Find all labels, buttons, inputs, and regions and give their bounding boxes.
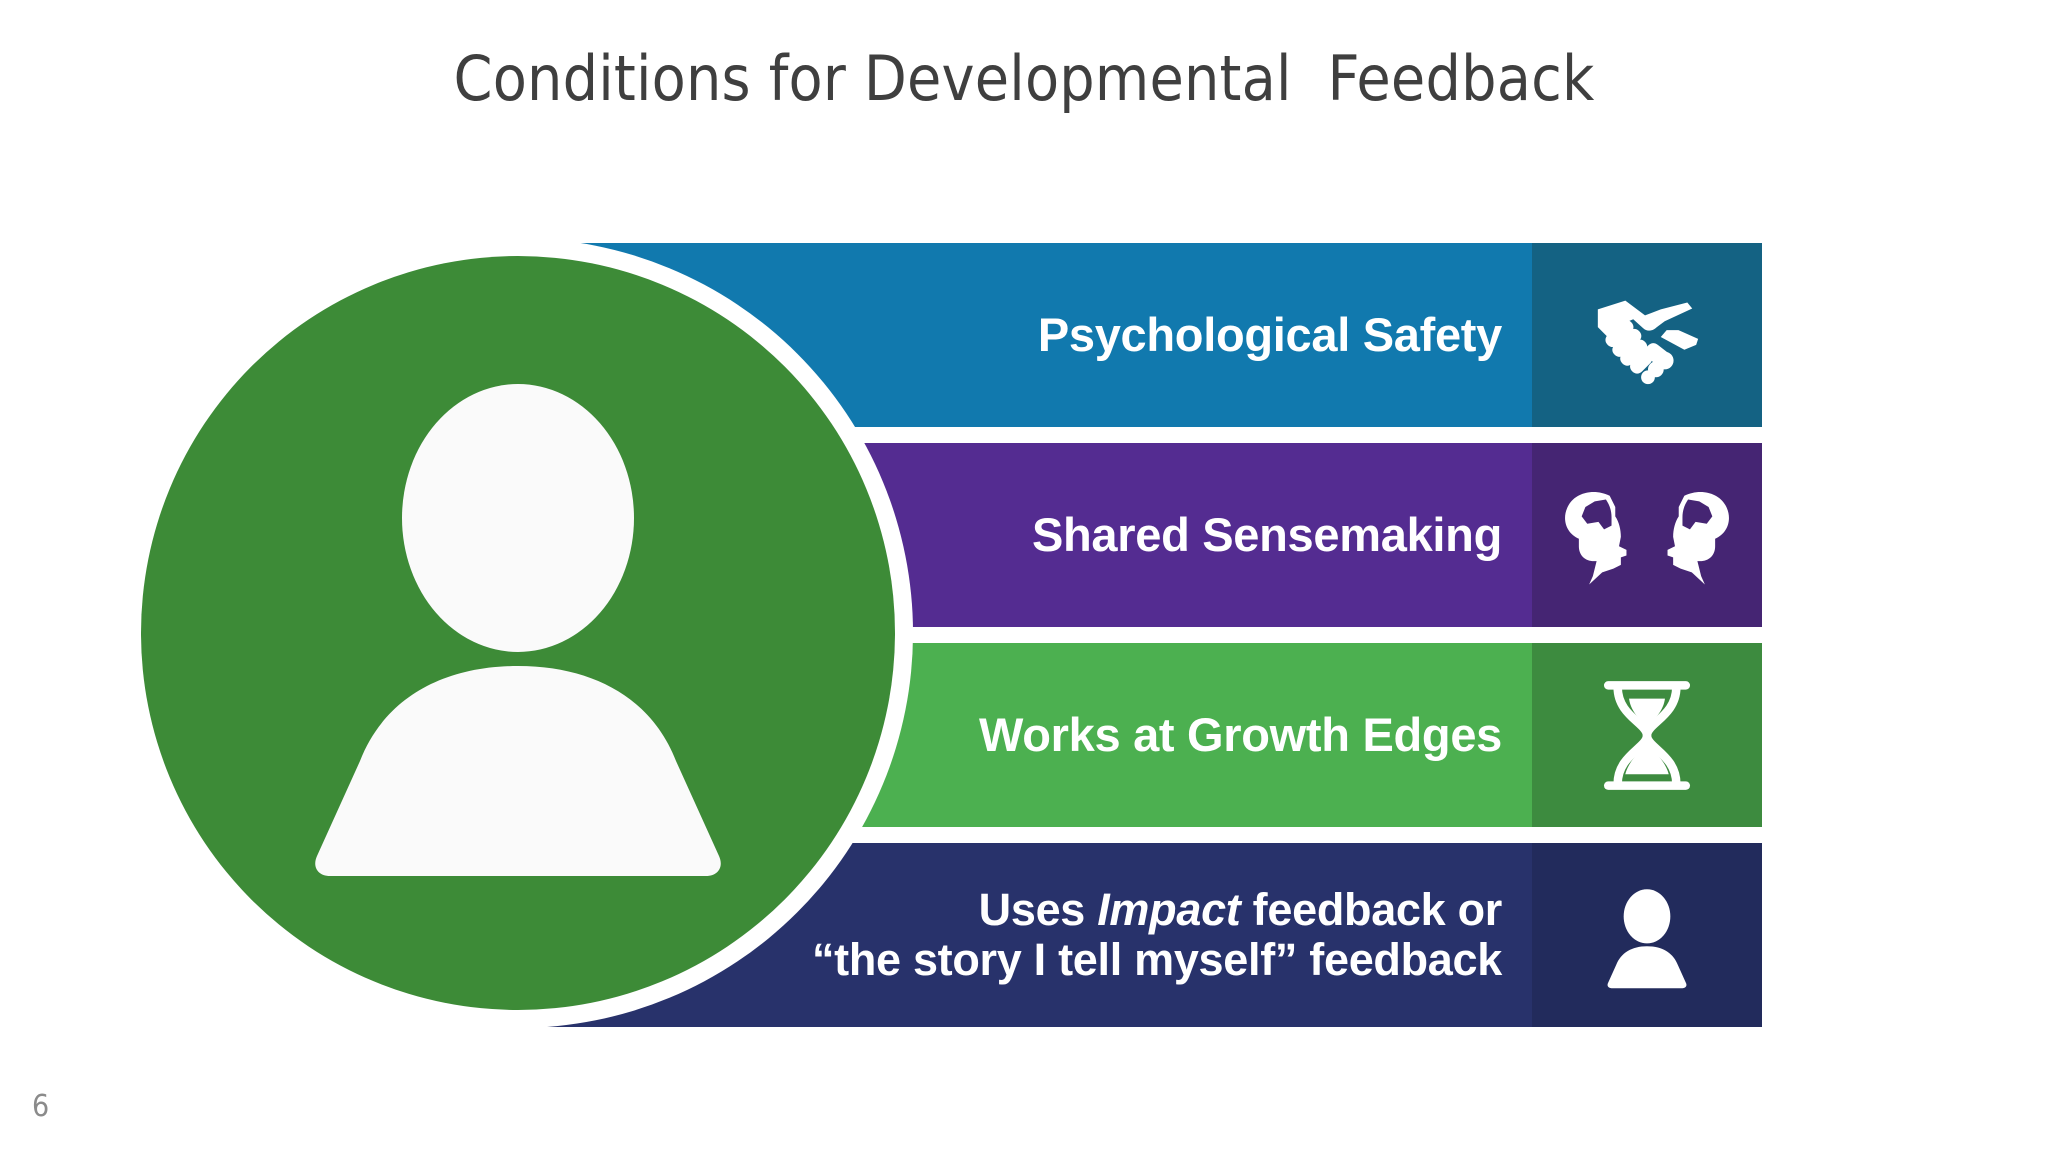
hourglass-icon (1603, 680, 1691, 790)
avatar-circle (141, 256, 895, 1010)
condition-label: Works at Growth Edges (979, 708, 1502, 762)
page-title: Conditions for Developmental Feedback (453, 42, 1595, 115)
handshake-icon-panel (1532, 243, 1762, 427)
two-heads-brain-icon-panel (1532, 443, 1762, 627)
person-silhouette-icon (1607, 889, 1687, 989)
condition-label-line1: Uses Impact feedback or (978, 883, 1503, 935)
label-text-post: feedback or (1240, 883, 1503, 935)
condition-label: Shared Sensemaking (1031, 508, 1502, 562)
hourglass-icon-panel (1532, 643, 1762, 827)
condition-label: Psychological Safety (1037, 308, 1502, 362)
condition-label: Uses Impact feedback or“the story I tell… (811, 883, 1503, 986)
person-silhouette-icon-panel (1532, 843, 1762, 1027)
condition-label-line2: “the story I tell myself” feedback (811, 934, 1502, 985)
handshake-icon (1597, 300, 1699, 385)
label-text-italic: Impact (1097, 883, 1241, 935)
slide-page-number: 6 (32, 1089, 50, 1124)
person-silhouette-icon (315, 384, 721, 876)
label-text-pre: Uses (978, 883, 1098, 935)
two-heads-brain-icon (1565, 491, 1729, 585)
